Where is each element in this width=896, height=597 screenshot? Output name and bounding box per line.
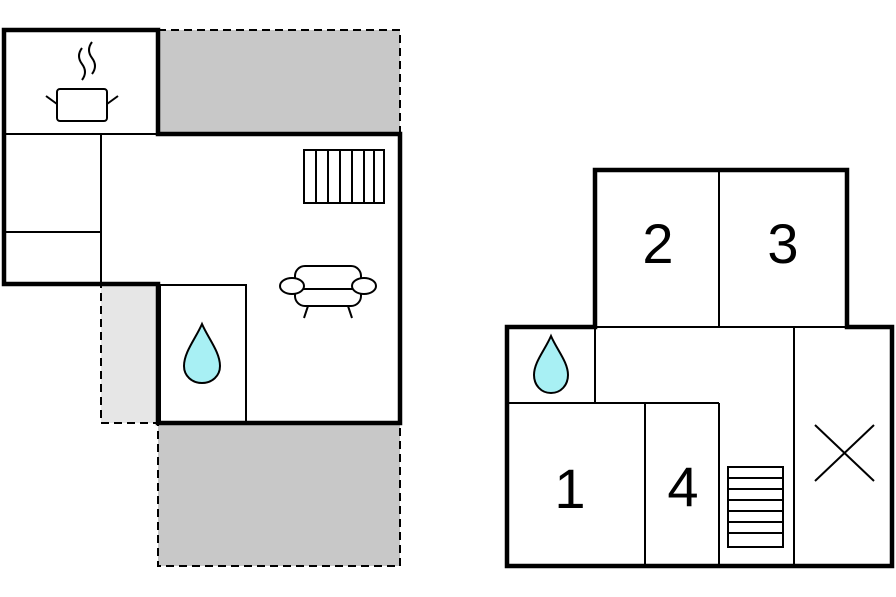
water-drop-icon (532, 333, 570, 395)
bathroom-walls (159, 284, 247, 423)
room-3-label: 3 (767, 212, 798, 275)
water-drop-icon (182, 321, 222, 385)
upper-floor: 2 3 1 4 (504, 167, 895, 569)
terrace-bottom (157, 422, 401, 567)
room-1-label: 1 (554, 457, 585, 520)
room-4-label: 4 (667, 455, 698, 518)
stairs-icon (303, 149, 385, 204)
upper-floor-walls (504, 167, 895, 569)
ground-floor-walls (1, 27, 403, 426)
cross-icon (814, 424, 875, 482)
terrace-side (100, 283, 160, 424)
terrace-top (157, 29, 401, 135)
ground-floor (1, 27, 403, 567)
room-2-label: 2 (642, 212, 673, 275)
sofa-icon (279, 265, 377, 319)
stairs-icon (727, 466, 784, 548)
cooking-pot-icon (45, 41, 119, 122)
